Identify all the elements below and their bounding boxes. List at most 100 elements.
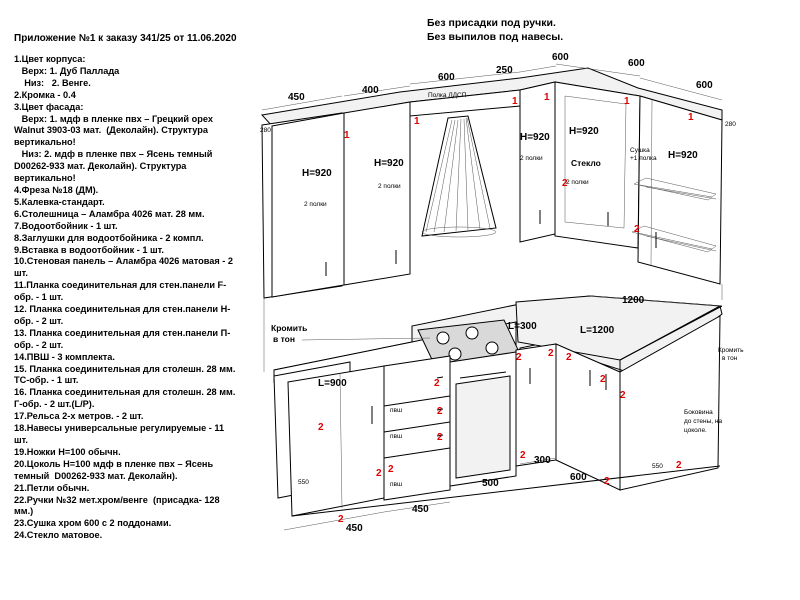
marker-2: 2	[388, 464, 394, 475]
length-1200: L=1200	[580, 325, 615, 336]
spec-line: D00262-933 мат. Деколайн). Структура	[14, 161, 187, 172]
marker-2: 2	[634, 224, 640, 235]
oven-door	[455, 375, 511, 479]
dim-bottom-550-right: 550	[652, 463, 663, 470]
spec-line: Низ: 2. мдф в пленке пвх – Ясень темный	[14, 149, 213, 160]
marker-2: 2	[437, 406, 443, 417]
spec-line: темный D00262-933 мат. Деколайн).	[14, 470, 178, 481]
dim-top-600: 600	[438, 72, 455, 83]
marker-2: 2	[620, 390, 626, 401]
shelves-cabinet-450: 2 полки	[304, 201, 327, 208]
dryer-label: Сушка	[630, 147, 650, 154]
upper-depth-left: 280	[260, 127, 271, 134]
burner	[465, 326, 479, 340]
lower-cabinet-300	[515, 343, 557, 467]
spec-line: 6.Столешница – Аламбра 4026 мат. 28 мм.	[14, 208, 205, 219]
spec-line: 7.Водоотбойник - 1 шт.	[14, 220, 118, 231]
marker-2: 2	[566, 352, 572, 363]
burner	[448, 347, 462, 361]
spec-line: 2.Кромка - 0.4	[14, 89, 76, 100]
spec-line: 18.Навесы универсальные регулируемые - 1…	[14, 423, 225, 434]
spec-line: 9.Вставка в водоотбойник - 1 шт.	[14, 244, 164, 255]
side-panel-label-2: до стены, на	[684, 418, 722, 425]
dim-top-600-corner: 600	[552, 52, 569, 63]
height-cabinet-450: H=920	[302, 168, 332, 179]
marker-2: 2	[604, 476, 610, 487]
spec-line: Низ: 2. Венге.	[14, 77, 91, 88]
dim-top-600-end: 600	[696, 80, 713, 91]
shelves-cabinet-250: 2 полки	[520, 155, 543, 162]
marker-2: 2	[516, 352, 522, 363]
dim-top-250: 250	[496, 65, 513, 76]
spec-line: вертикально!	[14, 173, 76, 184]
spec-line: вертикально!	[14, 137, 76, 148]
pvsh-label: пвш	[390, 407, 402, 414]
height-cabinet-400: H=920	[374, 158, 404, 169]
spec-line: 17.Рельса 2-х метров. - 2 шт.	[14, 411, 144, 422]
upper-dryer-cabinet	[637, 95, 723, 285]
spec-line: шт.	[14, 268, 28, 279]
dim-bottom-600: 600	[570, 472, 587, 483]
plinth-line	[291, 465, 721, 517]
spec-line: обр. - 1 шт.	[14, 292, 64, 303]
marker-1: 1	[544, 92, 550, 103]
spec-line: Walnut 3903-03 мат. (Деколайн). Структур…	[14, 125, 208, 136]
shelves-corner-cabinet: 2 полки	[566, 179, 589, 186]
marker-2: 2	[520, 450, 526, 461]
pvsh-label: пвш	[390, 481, 402, 488]
dimension-lines	[261, 63, 723, 531]
spec-line: 19.Ножки Н=100 обычн.	[14, 446, 121, 457]
spec-line: 12. Планка соединительная для стен.панел…	[14, 304, 231, 315]
upper-depth-right: 280	[725, 121, 736, 128]
length-900: L=900	[318, 378, 347, 389]
burner	[436, 331, 450, 345]
shelves-cabinet-400: 2 полки	[378, 183, 401, 190]
notes: Без присадки под ручки. Без выпилов под …	[427, 16, 563, 44]
marker-2: 2	[318, 422, 324, 433]
spec-line: 4.Фреза №18 (ДМ).	[14, 184, 99, 195]
spec-line: Верх: 1. мдф в пленке пвх – Грецкий орех	[14, 113, 213, 124]
dim-1200: 1200	[622, 295, 645, 306]
dim-bottom-550-left: 550	[298, 479, 309, 486]
spec-line: 3.Цвет фасада:	[14, 101, 84, 112]
spec-line: шт.	[14, 435, 28, 445]
spec-line: 24.Стекло матовое.	[14, 530, 103, 541]
spec-line: 16. Планка соединительная для столешн. 2…	[14, 387, 236, 398]
hood-body	[421, 115, 497, 237]
spec-line: 21.Петли обычн.	[14, 482, 90, 493]
marker-1: 1	[688, 112, 694, 123]
height-cabinet-250: H=920	[520, 132, 550, 143]
marker-2: 2	[376, 468, 382, 479]
spec-line: обр. - 2 шт.	[14, 339, 64, 350]
spec-line: 11.Планка соединительная для стен.панели…	[14, 280, 227, 291]
marker-1: 1	[512, 96, 518, 107]
marker-1: 1	[344, 130, 350, 141]
spec-line: 20.Цоколь Н=100 мдф в пленке пвх – Ясень	[14, 458, 214, 469]
marker-2: 2	[562, 178, 568, 189]
side-panel-label-3: цоколе.	[684, 427, 707, 434]
marker-1: 1	[624, 96, 630, 107]
glass-label: Стекло	[571, 158, 601, 168]
spec-line: 8.Заглушки для водоотбойника - 2 компл.	[14, 232, 204, 243]
upper-cabinets: 280 280	[260, 67, 736, 299]
edge-label-right: Кромить	[718, 347, 744, 354]
upper-cabinet-400	[343, 101, 411, 286]
spec-title: Приложение №1 к заказу 341/25 от 11.06.2…	[14, 33, 237, 44]
marker-2: 2	[600, 374, 606, 385]
note-no-hanger-cutouts: Без выпилов под навесы.	[427, 31, 564, 43]
dim-bottom-450-end: 450	[346, 523, 363, 534]
spec-line: Г-обр. - 2 шт.(L/P).	[14, 399, 95, 410]
dim-top-400: 400	[362, 85, 379, 96]
edge-label-left-2: в тон	[273, 334, 295, 344]
marker-1: 1	[414, 116, 420, 127]
spec-line: 22.Ручки №32 мет.хром/венге (присадка- 1…	[14, 494, 220, 505]
dryer-shelf-label: +1 полка	[630, 155, 657, 162]
spec-line: Верх: 1. Дуб Паллада	[14, 65, 120, 76]
dim-bottom-300: 300	[534, 455, 551, 466]
lower-drawer-stack	[383, 355, 451, 501]
pvsh-label: пвш	[390, 433, 402, 440]
marker-2: 2	[437, 432, 443, 443]
length-300: L=300	[508, 321, 537, 332]
